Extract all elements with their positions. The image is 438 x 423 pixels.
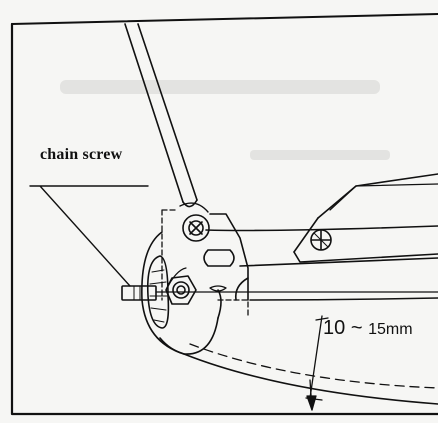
scan-smudges bbox=[60, 80, 390, 160]
clearance-max: 15mm bbox=[368, 321, 413, 338]
tension-rod bbox=[124, 23, 198, 208]
bracket-hidden-outline bbox=[161, 209, 249, 319]
housing-screw bbox=[310, 229, 332, 251]
hex-nut bbox=[165, 275, 197, 305]
chain-sag bbox=[183, 343, 438, 405]
frame-top bbox=[11, 13, 438, 25]
chain-screw-leader bbox=[29, 185, 149, 287]
upper-pivot-bolt bbox=[179, 202, 210, 242]
frame bbox=[10, 22, 438, 416]
bar-slot-marks bbox=[209, 285, 227, 292]
clearance-dimension bbox=[305, 315, 329, 411]
clearance-label: 10 ~ 15mm bbox=[323, 317, 413, 340]
motor-housing bbox=[293, 173, 438, 263]
adjuster-knob bbox=[146, 255, 170, 329]
chain-bar bbox=[205, 225, 438, 301]
chain-screw-label: chain screw bbox=[40, 146, 123, 163]
clearance-min: 10 bbox=[323, 317, 346, 339]
clearance-separator: ~ bbox=[350, 317, 363, 339]
